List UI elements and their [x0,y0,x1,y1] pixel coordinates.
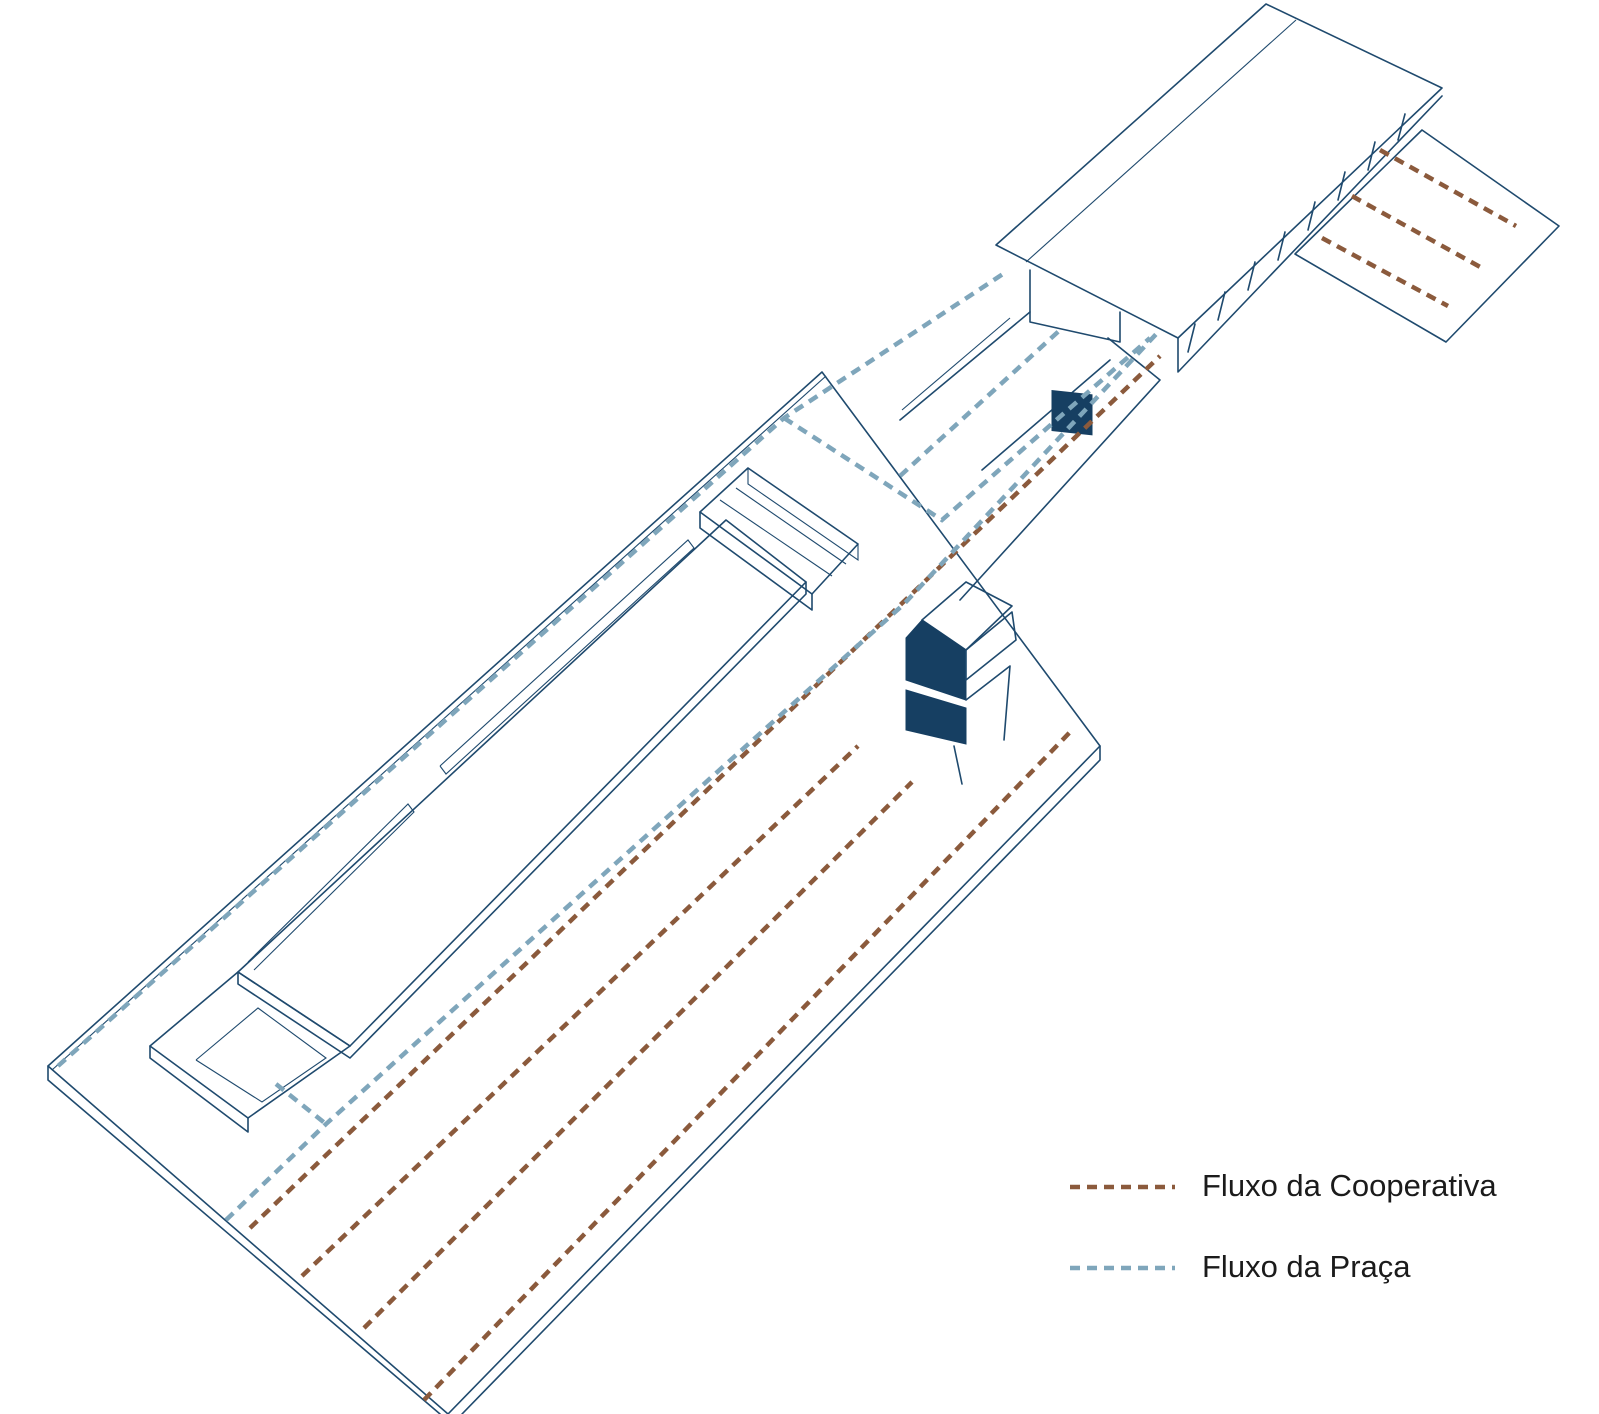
rear-walkway [899,311,1161,601]
cooperativa-flow-lines [248,148,1518,1402]
praca-pavilion [149,467,859,1133]
praca-flow-lines [56,270,1162,1222]
shed-columns [1187,113,1406,353]
legend-swatches [1070,1184,1175,1271]
base-platform [47,371,1101,1414]
tower [905,581,1017,785]
legend-label-praca: Fluxo da Praça [1202,1249,1411,1284]
legend-label-cooperativa: Fluxo da Cooperativa [1202,1168,1497,1203]
cooperativa-shed [995,3,1560,436]
